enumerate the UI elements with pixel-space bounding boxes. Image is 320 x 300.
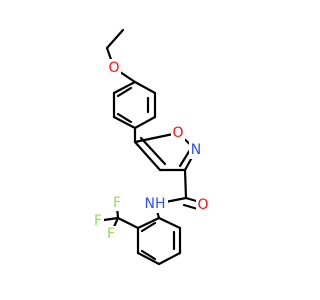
bond-isoxazole-n-c3-double [178,148,192,168]
atom-o-ring: O [171,124,185,142]
atom-f-left: F [92,213,104,229]
atom-label-nh-amide: NH [145,196,166,212]
molecule-structure-diagram: O O N O NH F F F [92,28,210,266]
atom-o-carbonyl: O [196,196,210,214]
bond-aryl-6 [112,80,137,95]
bond-aryl-4 [112,115,137,130]
atom-label-o-carbonyl: O [197,197,208,213]
bond-phenyl-1 [157,216,182,230]
bond-phenyl-inner-2 [140,249,157,261]
atom-label-o-ring: O [172,125,183,141]
atom-o-ether: O [107,59,121,77]
bond-phenyl-4 [136,251,161,266]
bond-aryl-3 [133,115,157,130]
bond-isoxazole-c4-c5 [133,140,162,172]
atom-nh-amide: NH [142,195,168,213]
atom-label-f-bottom: F [107,226,115,242]
bond-c-f-left [102,216,120,222]
atom-label-f-left: F [94,213,102,229]
atom-f-bottom: F [105,226,117,242]
atom-label-o-ether: O [108,60,119,76]
atom-label-n-ring: N [191,142,201,158]
bond-phenyl-6 [136,216,161,230]
atom-label-group: O O N O NH F F F [92,59,210,242]
bond-phenyl-3 [157,251,182,266]
bond-aryl-inner-2 [116,112,133,124]
bond-aryl-inner-3 [116,86,133,98]
atom-n-ring: N [189,141,203,159]
atom-label-f-top: F [113,195,121,211]
bond-phenyl-cf3 [116,216,140,230]
bond-phenyl-inner-3 [140,221,157,233]
atom-f-top: F [111,195,123,211]
bond-aryl-1 [133,80,157,95]
bond-isoxazole-c4-c5-double [139,136,167,166]
bond-ethyl-terminal [105,28,125,50]
bond-c3-carbonyl [183,168,188,200]
